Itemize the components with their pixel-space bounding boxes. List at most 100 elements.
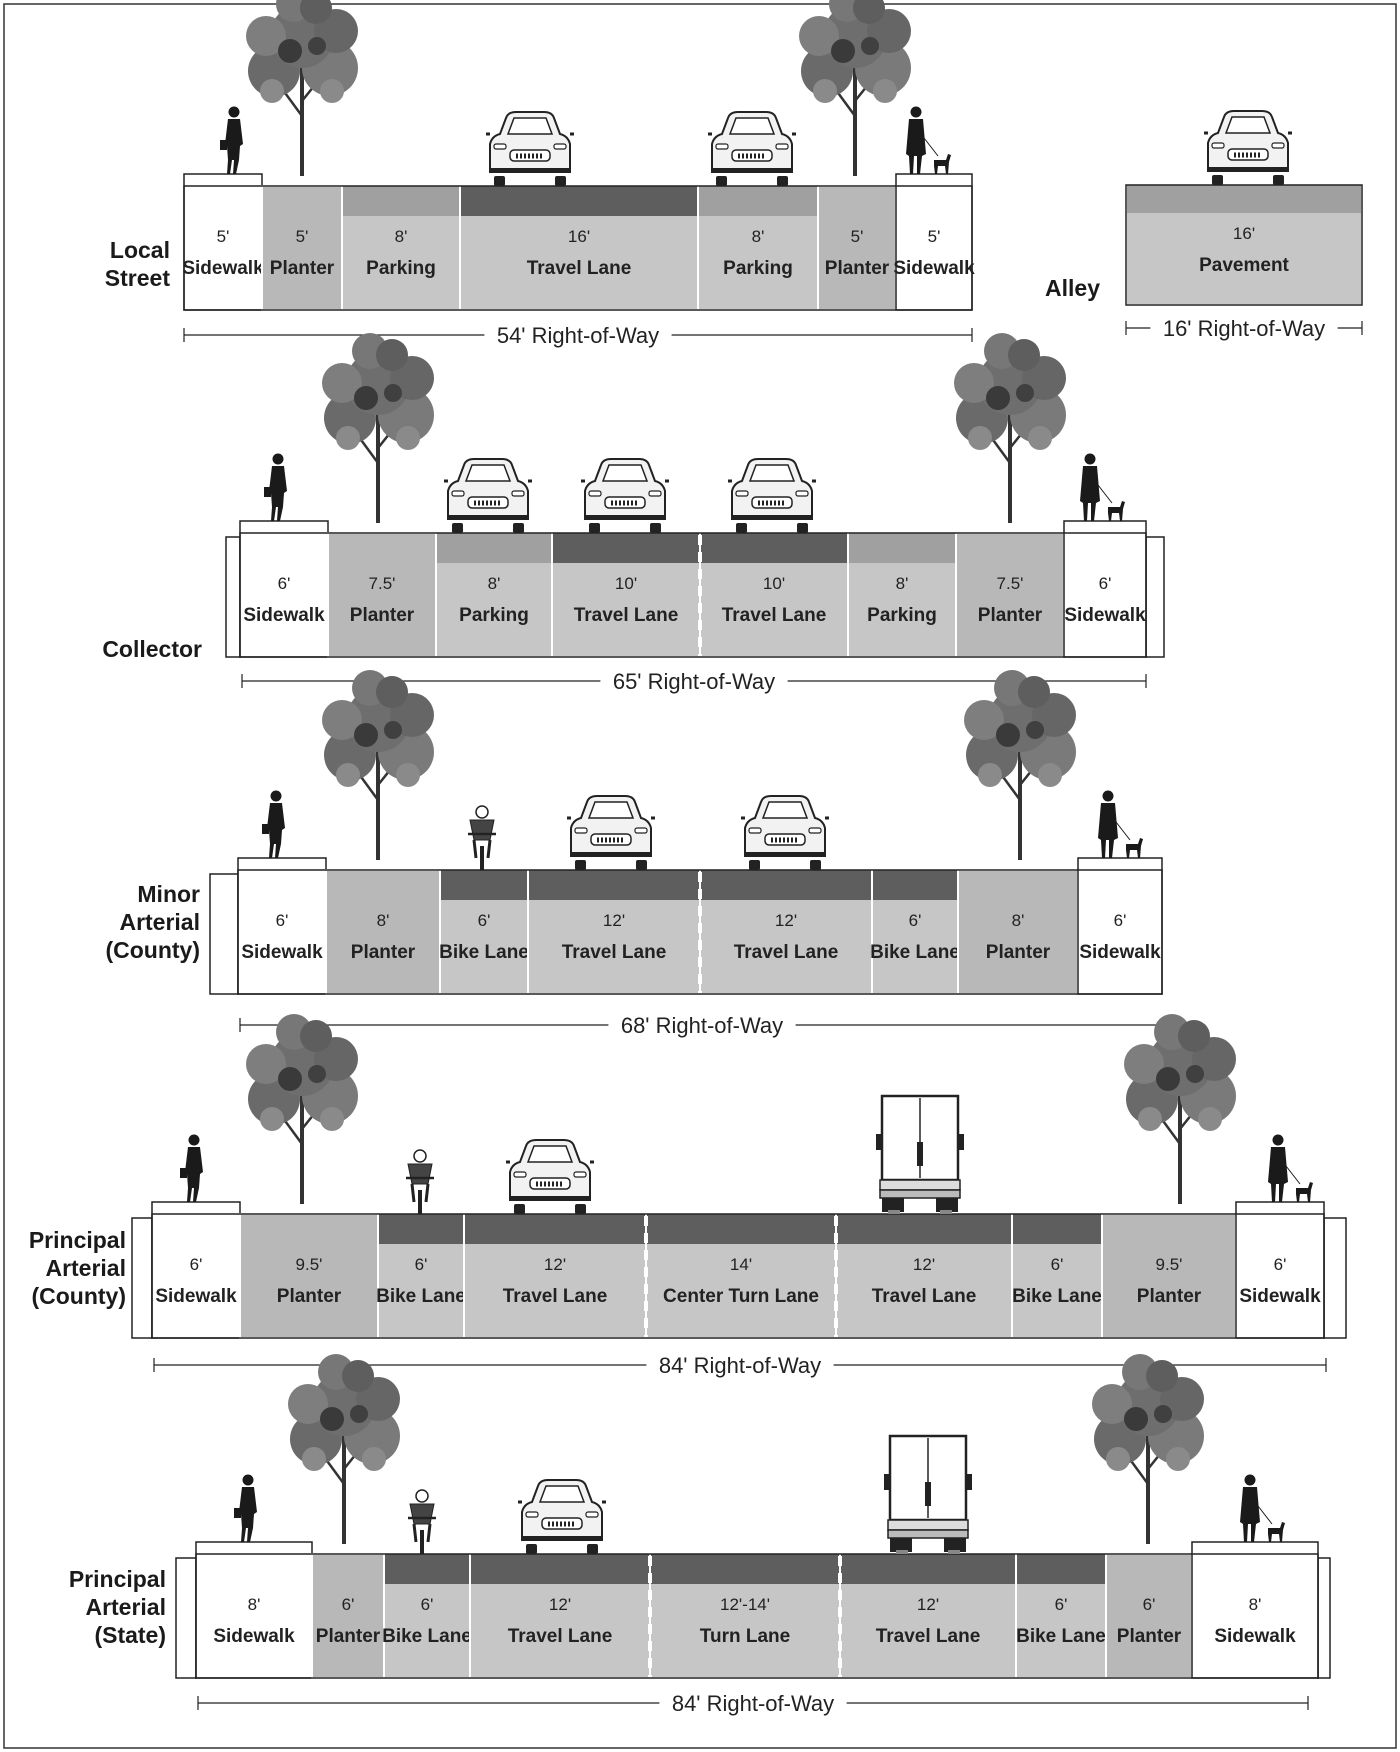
segment-width: 7.5'	[997, 574, 1024, 593]
segment-label: Sidewalk	[1239, 1286, 1321, 1307]
lane-strip	[437, 533, 551, 563]
pedestrian-icon	[262, 790, 285, 858]
row-title: Arterial	[45, 1255, 126, 1281]
row-title: (County)	[105, 937, 200, 963]
segment-label: Bike Lane	[439, 942, 529, 963]
segment-width: 8'	[377, 911, 390, 930]
pedestrian-icon	[264, 453, 287, 521]
curb-edge	[1323, 1217, 1347, 1339]
segment-label: Planter	[1137, 1286, 1202, 1307]
pedestrian-icon	[220, 106, 243, 174]
curb-edge	[131, 1217, 153, 1339]
curb-edge	[175, 1557, 197, 1679]
segment-width: 12'	[544, 1255, 566, 1274]
tree-icon	[244, 0, 360, 178]
segment-label: Travel Lane	[734, 942, 839, 963]
segment-label: Planter	[270, 258, 335, 279]
segment-sidewalk	[239, 520, 329, 658]
lane-strip	[873, 870, 957, 900]
segment-label: Sidewalk	[1064, 605, 1146, 626]
pedestrian-with-dog-icon	[1097, 790, 1144, 859]
segment-label: Sidewalk	[213, 1626, 295, 1647]
pedestrian-with-dog-icon	[905, 106, 952, 175]
segment-label: Sidewalk	[241, 942, 323, 963]
row-title: Street	[105, 265, 171, 291]
segment-width: 9.5'	[1156, 1255, 1183, 1274]
pedestrian-with-dog-icon	[1239, 1474, 1286, 1543]
segment-sidewalk	[1077, 857, 1163, 995]
car-icon	[708, 112, 796, 186]
segment-sidewalk	[237, 857, 327, 995]
segment-label: Travel Lane	[503, 1286, 608, 1307]
segment-planter	[957, 869, 1079, 995]
lane-strip	[841, 1554, 1015, 1584]
segment-width: 6'	[909, 911, 922, 930]
segment-planter	[311, 1553, 385, 1679]
lane-strip	[379, 1214, 463, 1244]
bicycle-icon	[466, 804, 498, 872]
tree-icon	[320, 668, 436, 862]
segment-label: Travel Lane	[527, 258, 632, 279]
right-of-way-label: 16' Right-of-Way	[1163, 316, 1325, 341]
segment-label: Pavement	[1199, 255, 1289, 276]
segment-label: Turn Lane	[700, 1626, 790, 1647]
road-outline	[151, 1213, 1325, 1339]
segment-label: Planter	[351, 942, 416, 963]
segment-width: 5'	[851, 227, 864, 246]
segment-width: 12'	[913, 1255, 935, 1274]
pedestrian-icon	[234, 1474, 257, 1542]
car-icon	[581, 459, 669, 533]
row-title: (State)	[94, 1622, 166, 1648]
car-icon	[486, 112, 574, 186]
road-outline	[183, 185, 973, 311]
segment-label: Planter	[986, 942, 1051, 963]
segment-width: 12'	[549, 1595, 571, 1614]
segment-label: Bike Lane	[870, 942, 960, 963]
segment-planter	[1105, 1553, 1193, 1679]
curb-edge	[1145, 536, 1165, 658]
row-title: Principal	[29, 1227, 126, 1253]
lane-strip	[471, 1554, 649, 1584]
segment-width: 12'-14'	[720, 1595, 770, 1614]
row-title: Principal	[69, 1566, 166, 1592]
segment-label: Sidewalk	[243, 605, 325, 626]
lane-strip	[701, 533, 847, 563]
segment-planter	[1101, 1213, 1237, 1339]
lane-strip	[701, 870, 871, 900]
segment-label: Travel Lane	[722, 605, 827, 626]
car-icon	[518, 1480, 606, 1554]
segment-planter	[955, 532, 1065, 658]
curb-edge	[1317, 1557, 1331, 1679]
segment-width: 10'	[615, 574, 637, 593]
lane-strip	[461, 186, 697, 216]
segment-label: Planter	[825, 258, 890, 279]
segment-width: 7.5'	[369, 574, 396, 593]
segment-width: 8'	[1012, 911, 1025, 930]
segment-width: 6'	[1051, 1255, 1064, 1274]
truck-icon	[874, 1094, 966, 1216]
segment-label: Sidewalk	[155, 1286, 237, 1307]
tree-icon	[962, 668, 1078, 862]
row-title: Local	[110, 237, 170, 263]
tree-icon	[797, 0, 913, 178]
segment-width: 8'	[248, 1595, 261, 1614]
car-icon	[728, 459, 816, 533]
car-icon	[567, 796, 655, 870]
segment-width: 8'	[1249, 1595, 1262, 1614]
lane-strip	[465, 1214, 645, 1244]
segment-width: 6'	[421, 1595, 434, 1614]
row-title: Collector	[102, 636, 202, 662]
curb-edge	[225, 536, 241, 658]
curb-edge	[209, 873, 239, 995]
segment-width: 12'	[917, 1595, 939, 1614]
segment-planter	[817, 185, 897, 311]
segment-width: 12'	[775, 911, 797, 930]
road-outline	[195, 1553, 1319, 1679]
row-title: Minor	[137, 881, 200, 907]
segment-width: 12'	[603, 911, 625, 930]
car-icon	[506, 1140, 594, 1214]
row-title: Alley	[1045, 275, 1100, 301]
segment-label: Sidewalk	[893, 258, 975, 279]
lane-strip	[385, 1554, 469, 1584]
